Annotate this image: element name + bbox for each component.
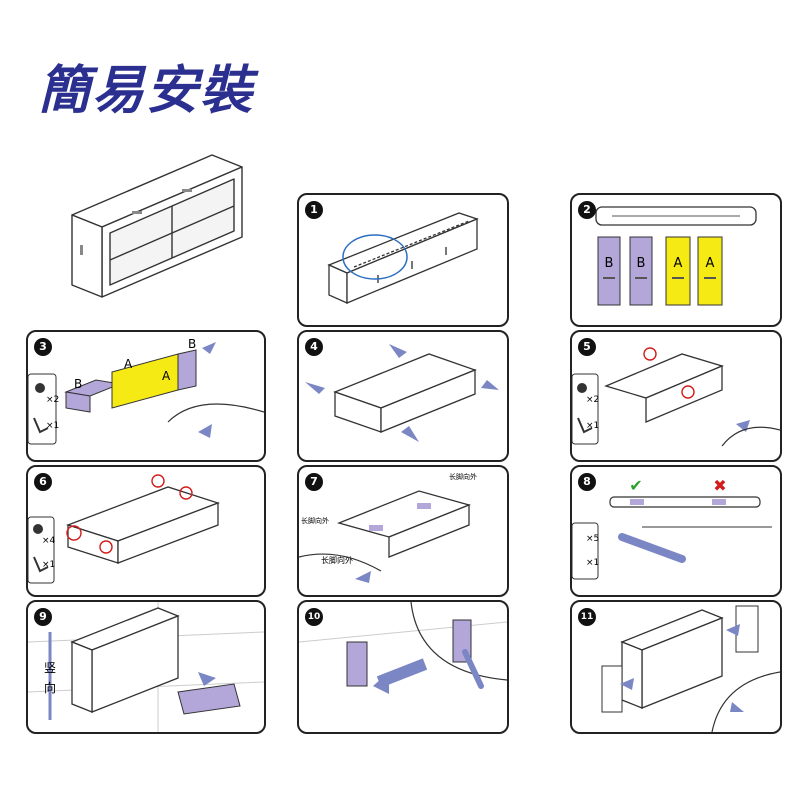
step-7-number: 7: [305, 473, 323, 491]
step-11-number: 11: [578, 608, 596, 626]
step-9-number: 9: [34, 608, 52, 626]
parts-illustration: B B A A: [595, 206, 757, 306]
cover-install-illustration: [601, 605, 780, 732]
step-3-panel: 3 ×2 ×1 B A A B: [26, 330, 266, 462]
vertical-text-2: 向: [44, 680, 56, 695]
step-5-number: 5: [578, 338, 596, 356]
step-5-panel: 5 ×2 ×1: [570, 330, 782, 462]
step-2-panel: 2 B B A A: [570, 193, 782, 327]
step-10-panel: 10: [297, 600, 509, 734]
bracket-tighten-illustration: [299, 602, 507, 694]
note-bottom: 长脚向外: [321, 555, 353, 565]
step-11-panel: 11: [570, 600, 782, 734]
step-1-number: 1: [305, 201, 323, 219]
part-label-b1: B: [605, 256, 614, 271]
step6-key-qty: ×1: [42, 560, 55, 570]
assembly-illustration: ×2 ×1 B A A B: [28, 337, 264, 445]
brackets-illustration: 长脚向外 长脚向外 长脚向外: [299, 472, 477, 583]
screw-qty: ×2: [46, 395, 59, 405]
frame-illustration: [305, 344, 499, 442]
part-label-b2: B: [637, 256, 646, 271]
label-a-top: A: [124, 357, 133, 371]
part-label-a2: A: [706, 256, 715, 271]
label-a-body: A: [162, 369, 171, 383]
step5-screw-qty: ×2: [586, 395, 599, 405]
label-b-left: B: [74, 377, 82, 391]
key-qty: ×1: [46, 421, 59, 431]
rail-illustration: [327, 212, 479, 305]
frame-assembly-illustration: ×4 ×1: [28, 474, 220, 584]
wrench-qty: ×1: [586, 558, 599, 568]
wrong-mark: ✖: [713, 476, 726, 495]
step-4-number: 4: [305, 338, 323, 356]
step-4-panel: 4: [297, 330, 509, 462]
correct-mark: ✔: [629, 476, 642, 495]
step5-key-qty: ×1: [586, 421, 599, 431]
note-left: 长脚向外: [301, 516, 329, 525]
step-8-number: 8: [578, 473, 596, 491]
step-2-number: 2: [578, 201, 596, 219]
wall-mount-illustration: 竖 向: [28, 602, 264, 732]
step-8-panel: 8 ✔ ✖ ×5 ×1: [570, 465, 782, 597]
note-top-right: 长脚向外: [449, 472, 477, 481]
overview-shelf-illustration: [71, 154, 243, 298]
page-title: 簡易安裝: [38, 61, 255, 121]
step-1-panel: 1: [297, 193, 509, 327]
step-3-number: 3: [34, 338, 52, 356]
frame-screws-illustration: ×2 ×1: [572, 347, 780, 447]
step-9-panel: 9 竖 向: [26, 600, 266, 734]
nut-qty: ×5: [586, 534, 599, 544]
label-b-right: B: [188, 337, 196, 351]
step6-screw-qty: ×4: [42, 536, 56, 546]
wrench-illustration: ✔ ✖ ×5 ×1: [572, 476, 772, 580]
part-label-a1: A: [674, 256, 683, 271]
step-7-panel: 7 长脚向外 长脚向外 长脚向外: [297, 465, 509, 597]
step-6-panel: 6 ×4 ×1: [26, 465, 266, 597]
vertical-text-1: 竖: [44, 661, 56, 675]
step-6-number: 6: [34, 473, 52, 491]
step-10-number: 10: [305, 608, 323, 626]
